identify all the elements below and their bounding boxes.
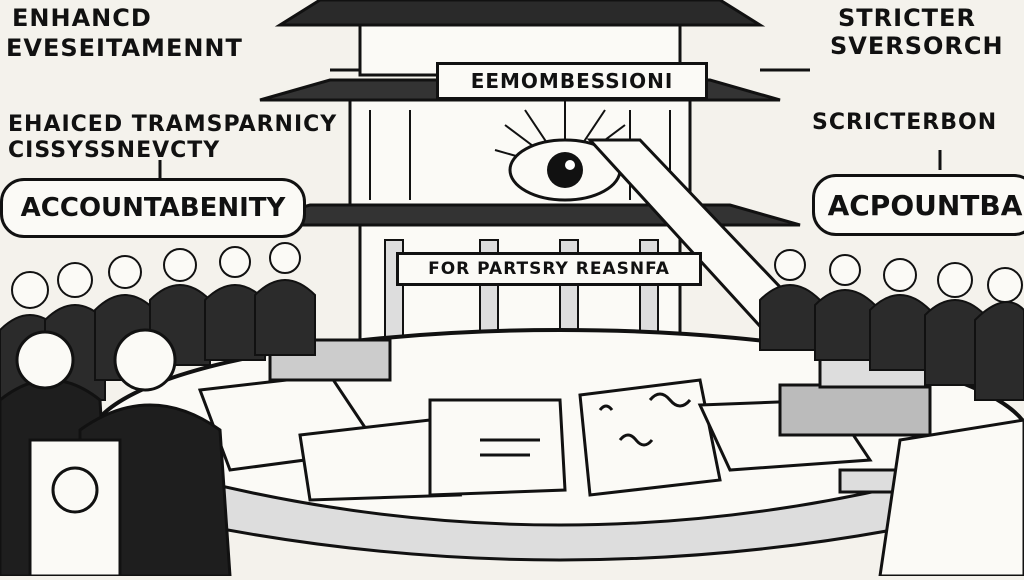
eye-symbol (494, 100, 636, 202)
label-consistency: CISSYSSNEVCTY (8, 138, 221, 163)
accountability-bubble-right: ACPOUNTBA (812, 174, 1024, 236)
document-scribbles (480, 392, 692, 457)
foreground-figures (0, 328, 1024, 578)
label-enforcement: EVESEITAMENNT (6, 34, 243, 62)
accountability-bubble-left: ACCOUNTABENITY (0, 178, 306, 238)
label-oversight: SVERSORCH (830, 32, 1004, 60)
label-transparency: EHAICED TRAMSPARNICY (8, 112, 338, 137)
label-stricter-bond: SCRICTERBON (812, 110, 998, 135)
label-stricter: STRICTER (838, 4, 976, 32)
table-documents (197, 338, 982, 502)
crowd-right (759, 249, 1024, 401)
party-banner: FOR PARTSRY REASNFA (396, 252, 702, 286)
label-enhanced: ENHANCD (12, 4, 152, 32)
building-sign: EEMOMBESSIONI (436, 62, 708, 100)
connector-lines (158, 68, 942, 180)
